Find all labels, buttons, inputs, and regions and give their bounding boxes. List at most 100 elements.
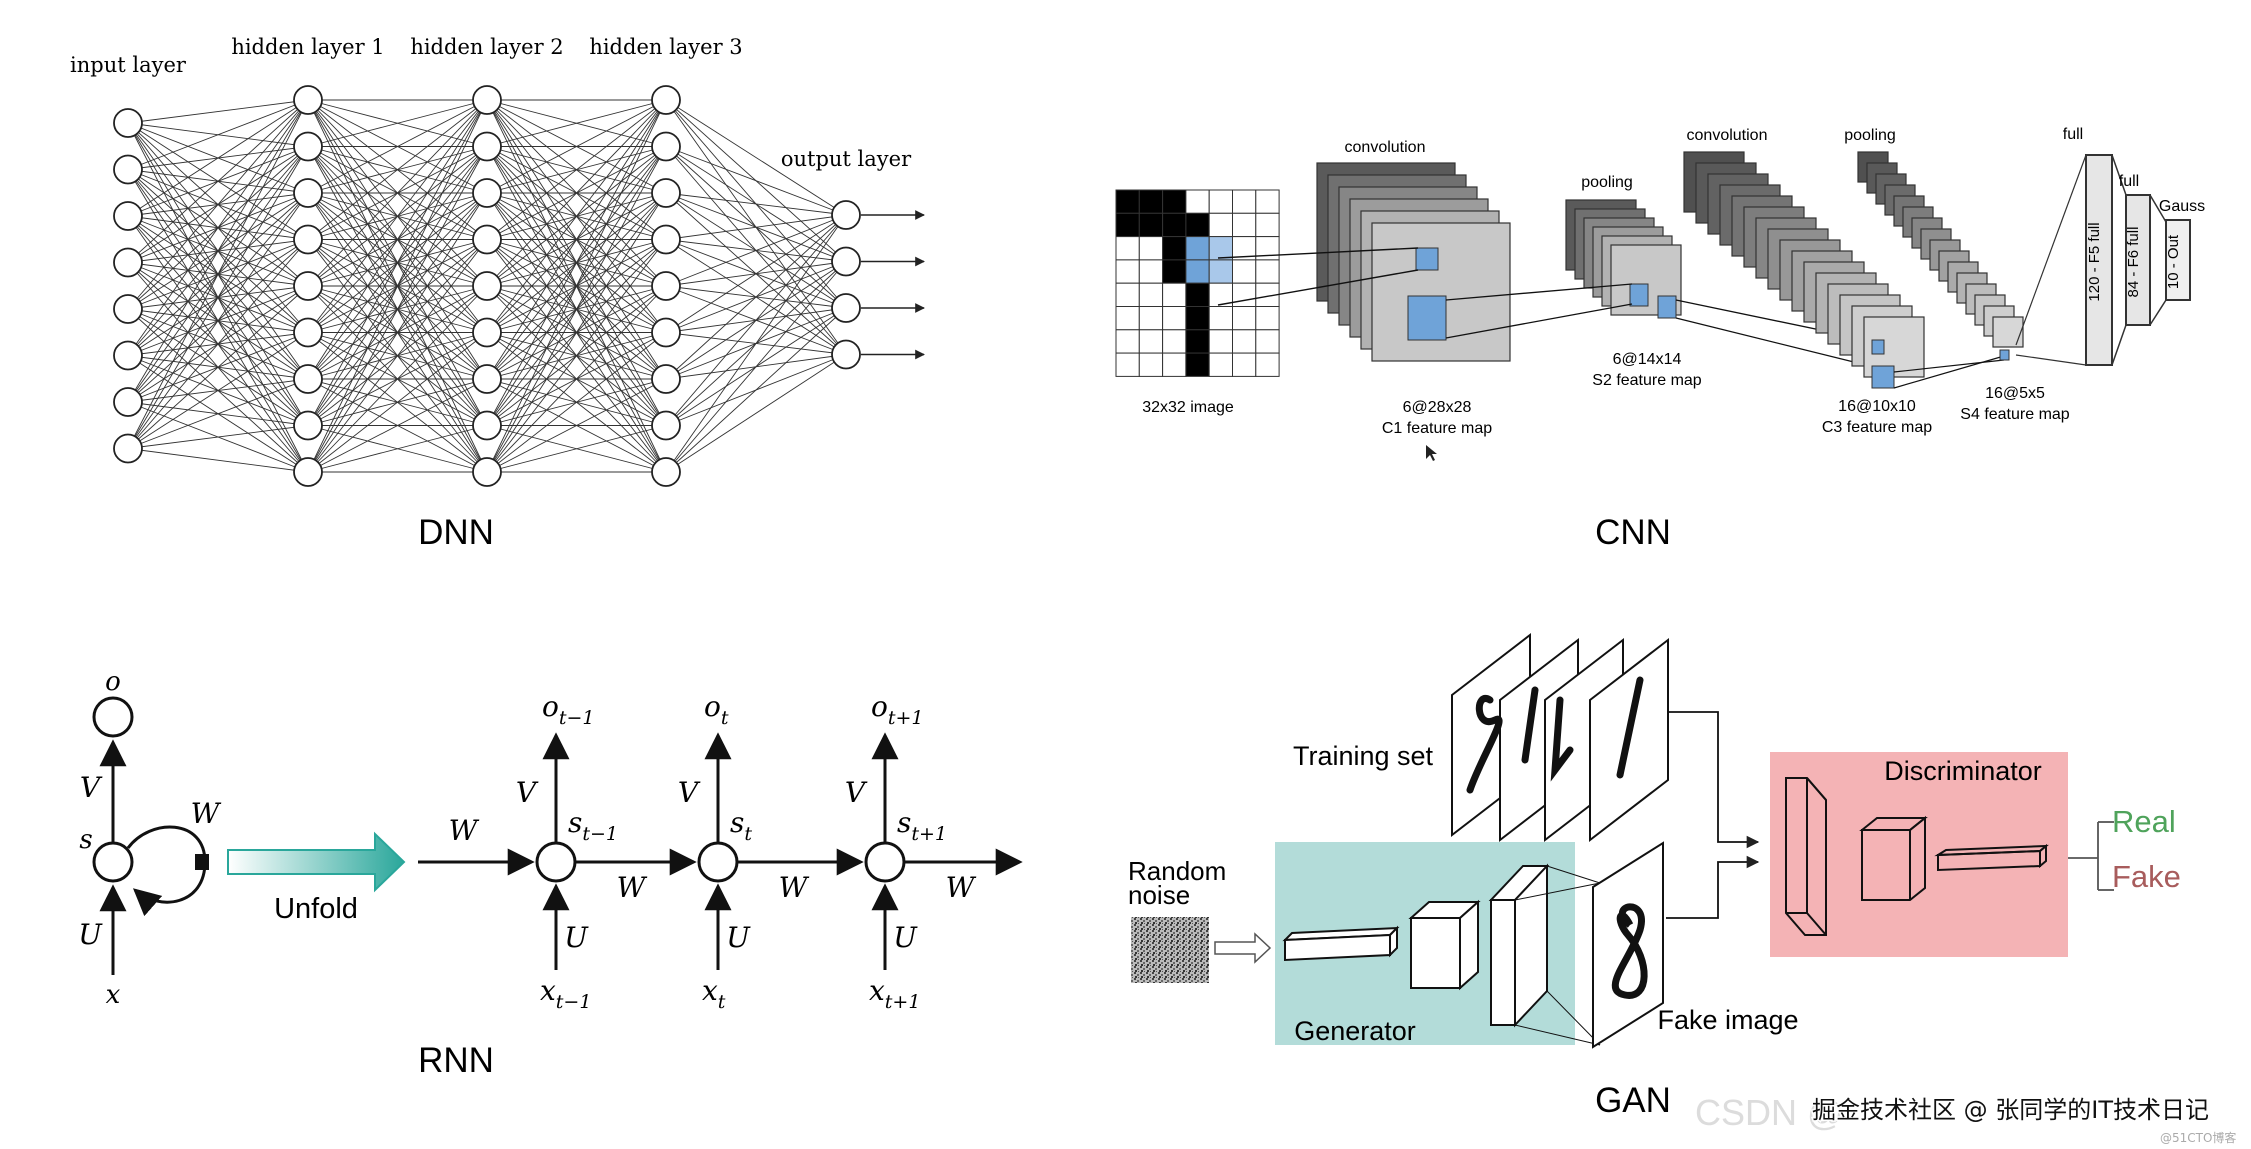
dnn-neuron	[293, 131, 323, 162]
dnn-edge	[665, 192, 847, 216]
dnn-neuron	[472, 224, 502, 255]
cnn-grid-cell	[1138, 306, 1164, 331]
dnn-neuron	[651, 457, 681, 487]
rnn-input-label: xt−1	[540, 974, 591, 1013]
gan-random-label: Random	[1128, 856, 1226, 886]
dnn-edge	[665, 214, 847, 473]
dnn-edge	[486, 99, 667, 287]
cnn-image-label: 32x32 image	[1142, 399, 1234, 416]
dnn-neuron	[113, 108, 143, 138]
cnn-grid-cell	[1162, 212, 1187, 238]
rnn-diagram: o s x V U W Unfold Wot−1st−1xt−1VUWotstx…	[78, 667, 1023, 1080]
dnn-edge	[486, 285, 667, 473]
cnn-grid-cell	[1162, 306, 1187, 331]
rnn-input-label: xt+1	[869, 974, 920, 1013]
dnn-edge	[486, 99, 667, 147]
dnn-diagram: input layer hidden layer 1 hidden layer …	[70, 35, 925, 552]
cnn-grid-cell	[1115, 282, 1140, 308]
cnn-c3-highlight	[1871, 339, 1885, 355]
rnn-folded-u-label: U	[78, 918, 103, 951]
rnn-v-label: V	[516, 776, 539, 809]
dnn-edge	[307, 99, 488, 147]
unfold-arrow	[227, 831, 406, 893]
rnn-v-label: V	[678, 776, 701, 809]
dnn-edge	[127, 99, 309, 170]
cnn-connection-line	[1675, 317, 1879, 369]
dnn-output-arrows	[861, 210, 925, 360]
gan-fake-digit-8	[1611, 903, 1648, 999]
gan-training-set-stack	[1451, 632, 1669, 843]
dnn-neuron	[472, 131, 502, 162]
dnn-edge	[486, 332, 667, 473]
rnn-w-label: W	[946, 871, 977, 904]
gan-noise-arrow	[1214, 932, 1272, 964]
dnn-neuron	[472, 271, 502, 301]
rnn-w-label: W	[617, 871, 648, 904]
dnn-neuron	[293, 85, 323, 115]
dnn-neuron	[831, 339, 861, 370]
cnn-c1-size-label: 6@28x28	[1403, 399, 1472, 416]
cnn-grid-cell	[1208, 189, 1233, 214]
dnn-edge	[127, 99, 309, 217]
rnn-hidden-node	[697, 841, 739, 883]
gan-discriminator-layers	[1785, 777, 2049, 936]
cnn-s4-size-label: 16@5x5	[1985, 385, 2045, 402]
gan-generator-layers	[1282, 863, 1550, 1028]
dnn-neuron	[651, 317, 681, 348]
rnn-u-label: U	[564, 921, 589, 954]
dnn-neuron	[831, 200, 861, 230]
cnn-connection-line	[1445, 303, 1633, 339]
rnn-u-label: U	[893, 921, 918, 954]
dnn-neuron	[113, 387, 143, 417]
dnn-edge	[665, 214, 847, 287]
cnn-full-2-label: full	[2119, 173, 2139, 190]
dnn-neuron	[651, 271, 681, 301]
dnn-neuron	[472, 410, 502, 441]
dnn-neuron	[113, 433, 143, 464]
rnn-delay-square	[195, 854, 209, 870]
dnn-neuron	[831, 246, 861, 277]
cursor-icon	[1426, 445, 1437, 461]
gan-discriminator-label: Discriminator	[1884, 756, 2042, 786]
cnn-grid-cell	[1115, 352, 1140, 377]
cnn-c3-name-label: C3 feature map	[1822, 419, 1932, 436]
gan-discriminator-box	[1770, 752, 2068, 957]
cnn-connection-line	[1893, 359, 2005, 373]
cnn-connection-line	[1445, 283, 1633, 301]
gan-output-bracket	[2068, 821, 2114, 891]
dnn-neurons	[113, 85, 861, 487]
cnn-grid-cell	[1185, 236, 1210, 261]
dnn-edge	[665, 354, 847, 473]
dnn-edge	[665, 146, 847, 216]
cnn-convolution-2-label: convolution	[1687, 127, 1768, 144]
dnn-neuron	[651, 131, 681, 162]
gan-generator-label: Generator	[1294, 1016, 1416, 1046]
rnn-hidden-node	[864, 841, 906, 883]
dnn-edge	[307, 239, 488, 473]
cnn-c1-feature-maps	[1217, 162, 1511, 362]
dnn-edge	[486, 239, 667, 473]
dnn-neuron	[293, 457, 323, 487]
dnn-edge	[127, 448, 309, 473]
cnn-c3-window	[1871, 365, 1895, 389]
cnn-grid-cell	[1115, 212, 1140, 238]
cnn-feature-map	[1992, 316, 2024, 348]
cnn-grid-cell	[1255, 306, 1280, 331]
cnn-gauss-label: Gauss	[2159, 198, 2205, 215]
cnn-c1-highlight	[1415, 247, 1439, 271]
rnn-folded-hidden-node	[92, 841, 134, 883]
rnn-folded-o-label: o	[105, 667, 121, 697]
cnn-f5-label: 120 - F5 full	[2086, 222, 2103, 301]
cnn-f6-label: 84 - F6 full	[2125, 227, 2142, 298]
dnn-edge	[665, 261, 847, 473]
rnn-hidden-label: st−1	[568, 806, 618, 845]
dnn-neuron	[472, 178, 502, 208]
dnn-hidden-layer-3-label: hidden layer 3	[589, 35, 742, 59]
dnn-neuron	[113, 154, 143, 185]
cnn-grid-cell	[1185, 306, 1210, 331]
dnn-neuron	[293, 271, 323, 301]
cnn-grid-cell	[1185, 189, 1210, 214]
rnn-unfold-label: Unfold	[274, 893, 358, 925]
dnn-neuron	[293, 224, 323, 255]
